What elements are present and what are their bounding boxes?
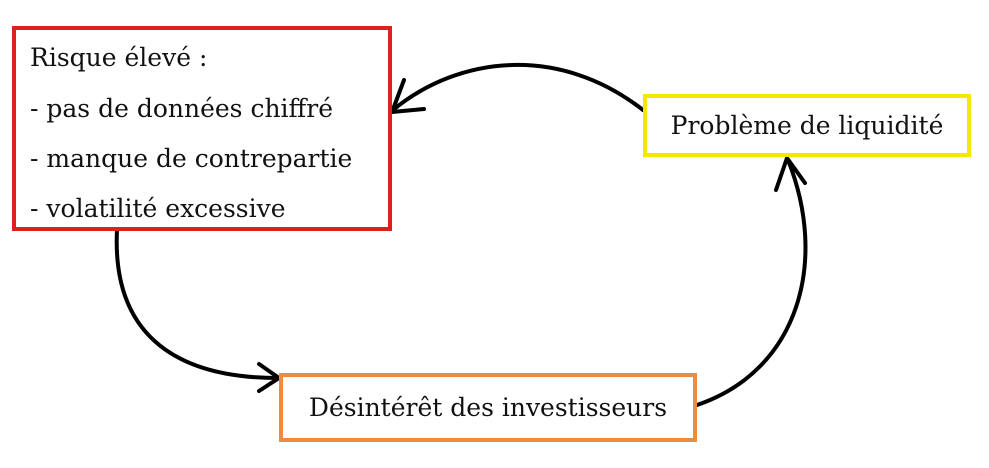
risk-title: Risque élevé : (30, 43, 208, 72)
arrowhead-liquidity-to-risk (390, 78, 426, 114)
disinterest-label: Désintérêt des investisseurs (308, 393, 668, 422)
arrow-liquidity-to-risk (391, 63, 645, 112)
risk-item-no-counterparty: - manque de contrepartie (30, 144, 353, 173)
arrow-risk-to-disinterest (114, 228, 280, 380)
risk-box: Risque élevé : - pas de données chiffré … (12, 26, 392, 231)
disinterest-box: Désintérêt des investisseurs (279, 373, 697, 442)
arrowhead-disinterest-to-liquidity (774, 156, 807, 192)
arrow-disinterest-to-liquidity (695, 158, 808, 407)
risk-item-volatility: - volatilité excessive (30, 194, 286, 223)
liquidity-label: Problème de liquidité (670, 111, 944, 140)
liquidity-box: Problème de liquidité (643, 94, 971, 157)
risk-item-no-data: - pas de données chiffré (30, 94, 334, 123)
